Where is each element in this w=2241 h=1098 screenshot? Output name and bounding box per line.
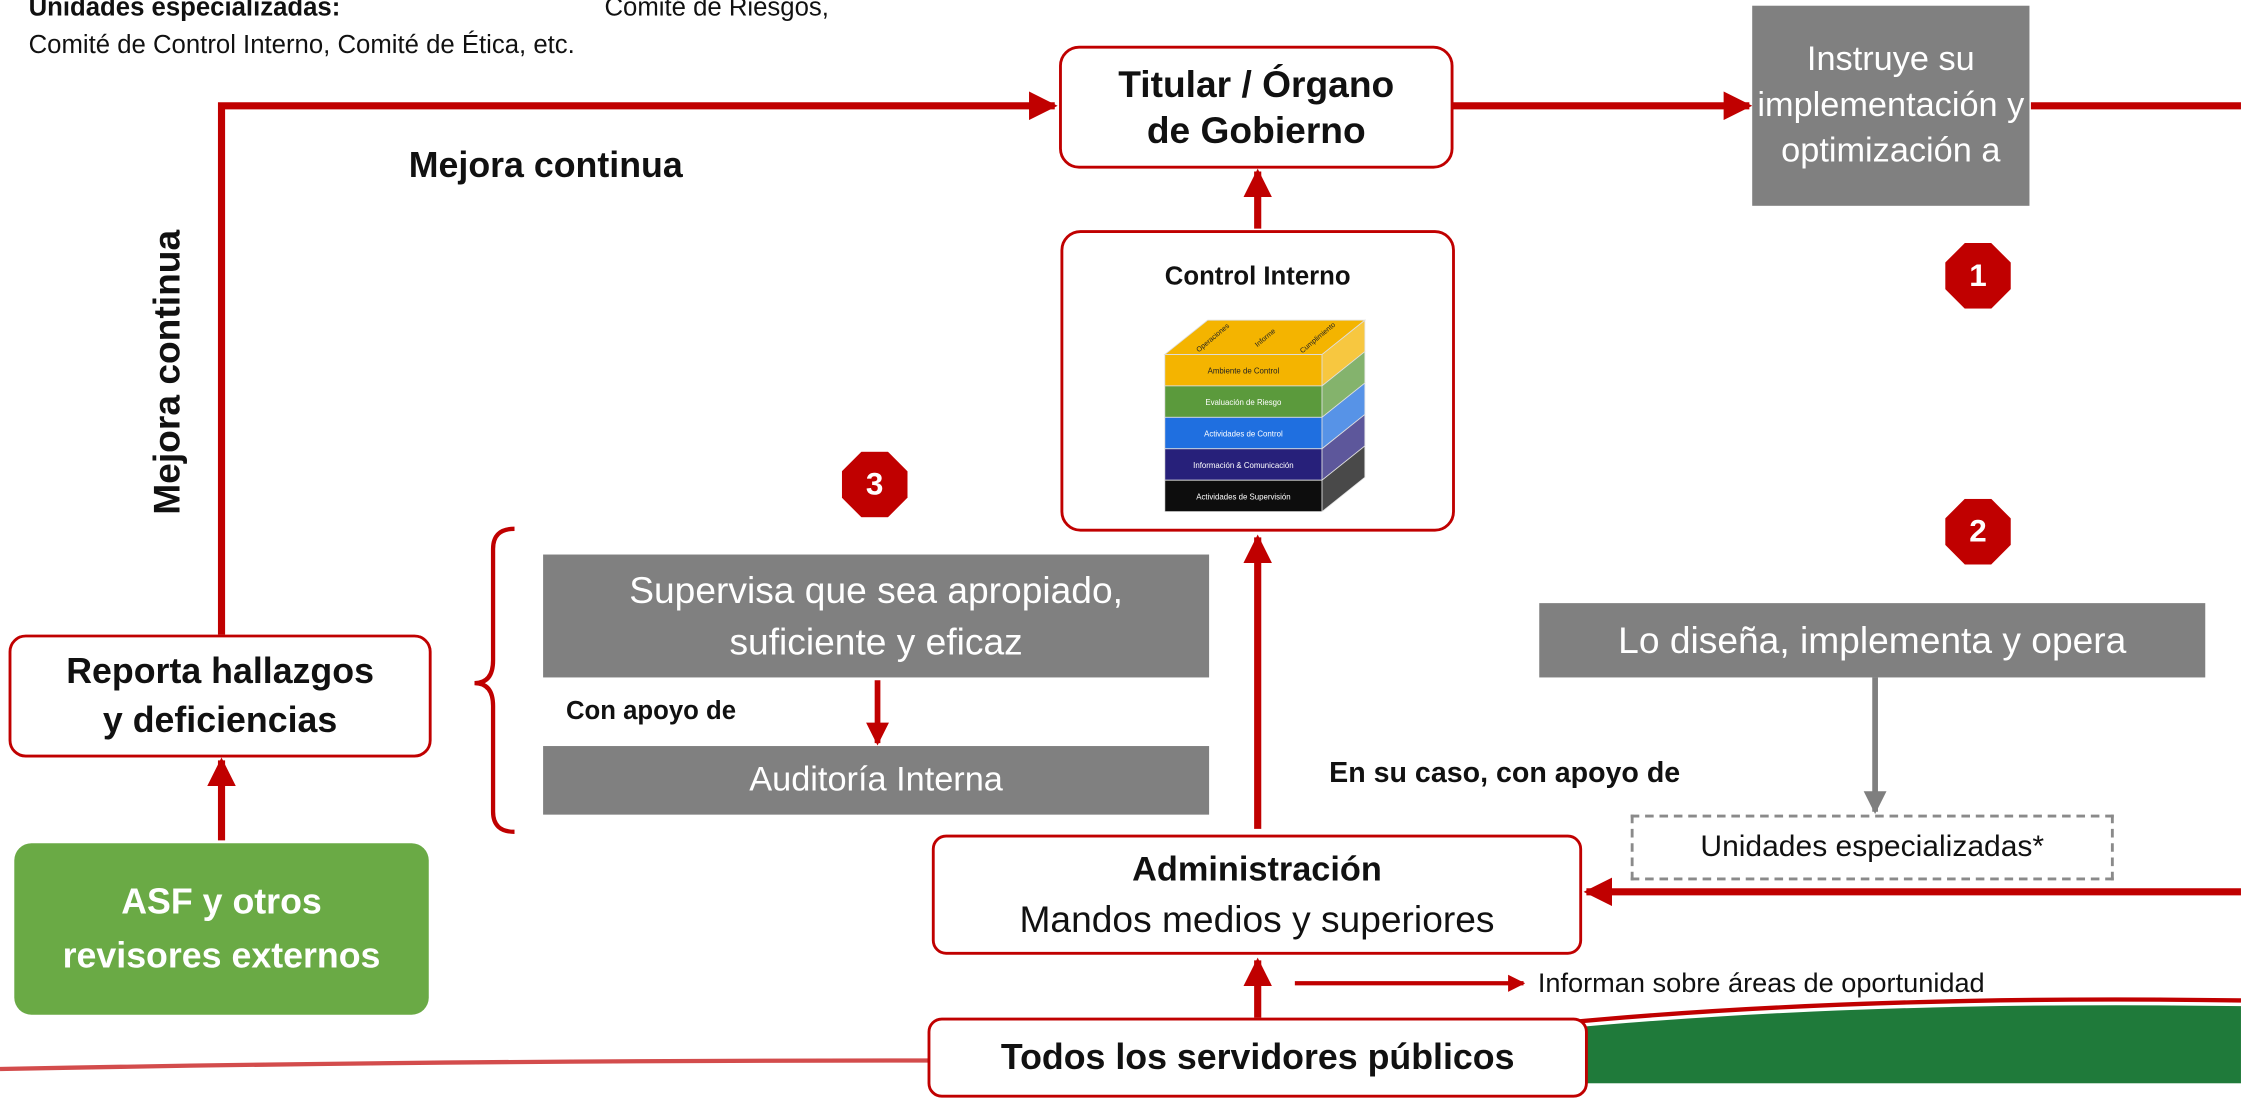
administracion-title: Administración	[1132, 850, 1382, 889]
bottom-swoosh	[1557, 1005, 2241, 1084]
step-2-badge: 2	[1945, 498, 2011, 565]
en-su-caso-label: En su caso, con apoyo de	[1329, 757, 1681, 789]
administracion-box: Administración Mandos medios y superiore…	[931, 834, 1583, 955]
footnote-line2: Comité de Control Interno, Comité de Éti…	[28, 30, 575, 59]
disena-box: Lo diseña, implementa y opera	[1539, 603, 2206, 678]
supervisa-line2: suficiente y eficaz	[729, 620, 1023, 664]
instruye-box: Instruye su implementación y optimizació…	[1752, 5, 2030, 206]
auditoria-box: Auditoría Interna	[543, 746, 1210, 815]
step-3-badge: 3	[841, 451, 908, 518]
todos-label: Todos los servidores públicos	[1000, 1036, 1515, 1077]
cube-top-face	[1163, 319, 1367, 355]
cube-row	[1164, 479, 1323, 512]
titular-line1: Titular / Órgano	[1118, 62, 1395, 106]
control-interno-title: Control Interno	[1164, 261, 1351, 291]
con-apoyo-de-label: Con apoyo de	[565, 696, 737, 725]
reporta-line2: y deficiencias	[102, 700, 338, 741]
titular-box: Titular / Órgano de Gobierno	[1059, 45, 1454, 169]
instruye-line1: Instruye su	[1806, 40, 1975, 79]
informan-label: Informan sobre áreas de oportunidad	[1537, 968, 1985, 1000]
footnote-rest: Comité de Riesgos,	[604, 0, 829, 22]
reporta-box: Reporta hallazgos y deficiencias	[8, 634, 432, 758]
supervisa-box: Supervisa que sea apropiado, suficiente …	[543, 554, 1210, 678]
unidades-box: Unidades especializadas*	[1630, 814, 2114, 881]
auditoria-label: Auditoría Interna	[749, 760, 1003, 799]
administracion-subtitle: Mandos medios y superiores	[1019, 897, 1495, 941]
mejora-continua-vertical: Mejora continua	[145, 229, 188, 515]
asf-line1: ASF y otros	[121, 881, 322, 922]
instruye-line2: implementación y	[1757, 85, 2025, 125]
mejora-continua-label: Mejora continua	[408, 145, 683, 186]
mejora-continua-loop	[217, 91, 1058, 635]
footnote-bold: Unidades especializadas:	[28, 0, 341, 22]
cube-row-label: Evaluación de Riesgo	[1205, 398, 1282, 407]
cube-row	[1164, 448, 1323, 481]
titular-line2: de Gobierno	[1146, 108, 1366, 152]
footnote: Unidades especializadas: Comité de Riesg…	[29, 0, 829, 63]
disena-label: Lo diseña, implementa y opera	[1618, 618, 2127, 662]
todos-box: Todos los servidores públicos	[927, 1017, 1588, 1098]
brace	[474, 526, 515, 834]
step-1-badge: 1	[1945, 242, 2011, 309]
asf-box: ASF y otros revisores externos	[14, 843, 429, 1015]
cube-row-label: Actividades de Control	[1204, 430, 1283, 439]
unidades-label: Unidades especializadas*	[1700, 830, 2045, 864]
instruye-line3: optimización a	[1781, 131, 2001, 171]
reporta-line1: Reporta hallazgos	[66, 651, 374, 692]
cube-row-label: Información & Comunicación	[1193, 461, 1293, 470]
cube-side	[1321, 445, 1366, 512]
cube-row-label: Actividades de Supervisión	[1196, 493, 1290, 502]
cube-row	[1164, 385, 1323, 418]
cube-row-label: Ambiente de Control	[1208, 367, 1280, 376]
supervisa-line1: Supervisa que sea apropiado,	[629, 568, 1123, 612]
asf-line2: revisores externos	[62, 936, 381, 977]
